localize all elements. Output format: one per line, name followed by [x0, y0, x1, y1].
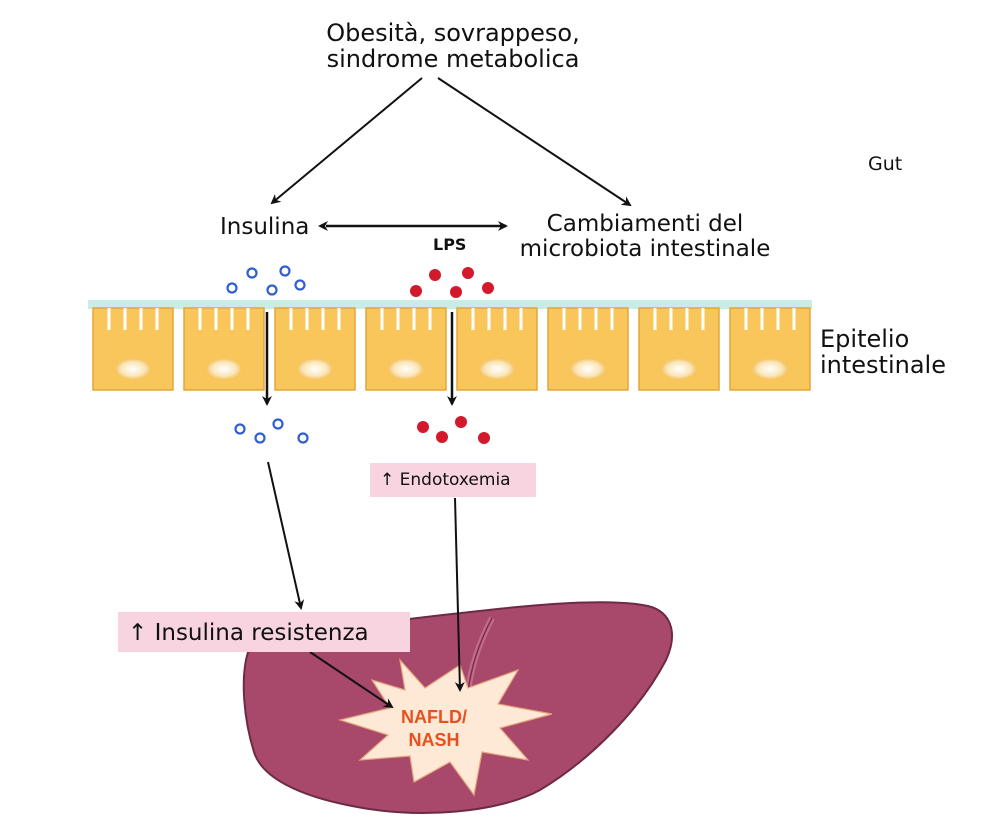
epithelial-cell	[638, 307, 720, 391]
epithelial-cell	[274, 307, 356, 391]
arrow-insulin-to-resistance	[267, 461, 305, 610]
epithelial-cell	[729, 307, 811, 391]
arrow-title-to-microbiota	[437, 77, 632, 207]
arrow-endotoxemia-to-nafld	[454, 497, 465, 692]
nafld-nash-label: NAFLD/ NASH	[392, 706, 476, 751]
insulina-label: Insulina	[220, 214, 310, 240]
epitelio-line-1: Epitelio	[820, 325, 910, 353]
cell-nucleus	[662, 359, 696, 379]
insulin-resistance-box: ↑ Insulina resistenza	[118, 612, 410, 652]
epithelial-cell	[92, 307, 174, 391]
mucus-layer	[88, 300, 812, 309]
title-line-2: sindrome metabolica	[326, 45, 580, 74]
epitelio-line-2: intestinale	[820, 351, 946, 380]
title-obesity-metabolic-syndrome: Obesità, sovrappeso, sindrome metabolica	[318, 20, 588, 73]
insulin-molecules-blood	[234, 418, 309, 444]
cell-nucleus	[116, 359, 150, 379]
epitelio-label: Epitelio intestinale	[820, 326, 946, 379]
cell-nucleus	[298, 359, 332, 379]
cell-nucleus	[207, 359, 241, 379]
epithelial-cell	[547, 307, 629, 391]
epithelial-cell	[183, 307, 265, 391]
arrow-resistance-to-nafld	[309, 651, 394, 709]
cell-nucleus	[753, 359, 787, 379]
lps-molecules-lumen	[410, 267, 494, 298]
microbiota-label: Cambiamenti del microbiota intestinale	[512, 211, 778, 263]
microbiota-line-1: Cambiamenti del	[546, 211, 744, 237]
endotoxemia-label: ↑ Endotoxemia	[380, 470, 511, 490]
nafld-line-1: NAFLD/	[401, 707, 467, 727]
nafld-line-2: NASH	[408, 729, 460, 750]
nafld-starburst	[337, 658, 553, 797]
cell-nucleus	[389, 359, 423, 379]
epithelial-cell	[456, 307, 538, 391]
arrow-title-to-insulina	[270, 77, 423, 205]
lps-label: LPS	[433, 235, 467, 254]
epithelial-cells	[92, 307, 811, 391]
cell-nucleus	[480, 359, 514, 379]
insulin-molecules-lumen	[226, 265, 306, 296]
lps-molecules-blood	[417, 416, 490, 444]
microbiota-line-2: microbiota intestinale	[519, 236, 771, 263]
cell-nucleus	[571, 359, 605, 379]
insulin-resistance-label: ↑ Insulina resistenza	[128, 620, 369, 646]
title-line-1: Obesità, sovrappeso,	[326, 19, 580, 47]
epithelial-cell	[365, 307, 447, 391]
endotoxemia-box: ↑ Endotoxemia	[370, 463, 536, 497]
gut-label: Gut	[868, 153, 903, 175]
